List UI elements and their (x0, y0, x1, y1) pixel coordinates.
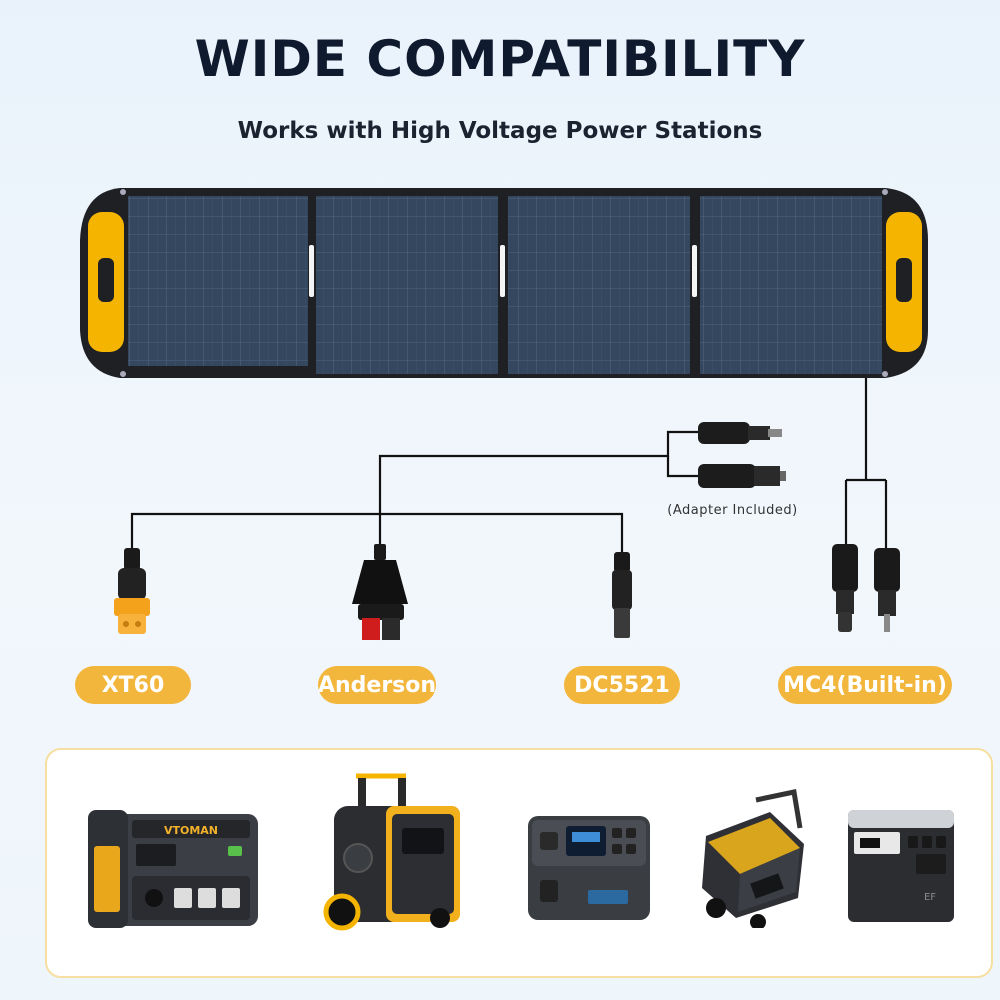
label-xt60: XT60 (75, 666, 191, 704)
solar-cell-panel-2 (316, 196, 498, 374)
label-mc4-built-in: MC4(Built-in) (778, 666, 952, 704)
solar-cell-panel-1 (128, 196, 308, 366)
mc4-connector-icon (832, 544, 900, 632)
dc5521-connector-icon (612, 552, 632, 638)
device-brand: VTOMAN (164, 824, 218, 837)
power-station-wheeled-tilted-image (702, 789, 804, 928)
power-station-gray-image (528, 816, 650, 920)
power-station-ef-image: EF (848, 810, 954, 922)
label-dc5521: DC5521 (564, 666, 680, 704)
adapter-note: (Adapter Included) (667, 503, 798, 518)
page-title: WIDE COMPATIBILITY (194, 30, 806, 88)
solar-panel-image (80, 188, 928, 378)
xt60-connector-icon (114, 548, 150, 634)
device-brand: EF (924, 892, 936, 903)
solar-cell-panel-4 (700, 196, 882, 374)
cable-diagram (114, 378, 900, 640)
power-station-vtoman-image: VTOMAN (88, 810, 258, 928)
power-station-wheeled-yellow-image (323, 773, 460, 931)
label-anderson: Anderson (318, 666, 436, 704)
page-subtitle: Works with High Voltage Power Stations (237, 118, 763, 144)
anderson-connector-icon (352, 544, 408, 640)
mc4-adapter-icon (698, 422, 786, 488)
solar-cell-panel-3 (508, 196, 690, 374)
